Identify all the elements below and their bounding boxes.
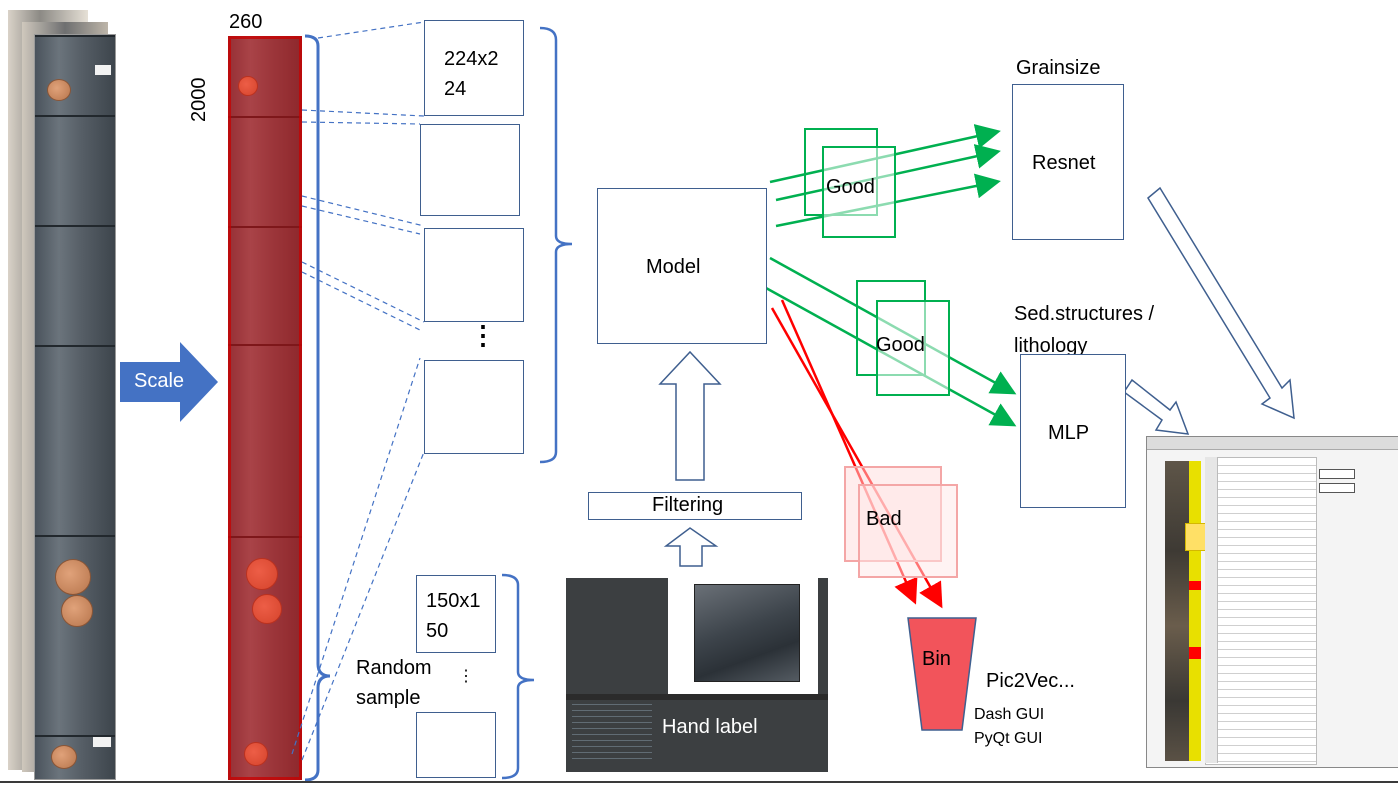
gui-button xyxy=(1319,483,1355,493)
hand-label-screenshot: Hand label xyxy=(566,578,828,772)
mlp-label: MLP xyxy=(1048,422,1090,444)
model-label: Model xyxy=(646,256,701,278)
bad-box-front xyxy=(858,484,958,578)
small-patch-ellipsis: ⋮ xyxy=(458,668,474,685)
dash-gui-label: Dash GUI xyxy=(974,706,1045,723)
sed-structures-label: Sed.structures / lithology xyxy=(1014,303,1155,357)
core-width-label: 260 xyxy=(229,11,263,33)
projection-lines xyxy=(291,21,425,761)
core-plug xyxy=(55,559,91,595)
small-patch-brace xyxy=(501,573,535,780)
gui-button xyxy=(1319,469,1355,479)
scale-arrow xyxy=(120,342,218,422)
core-image-front xyxy=(34,34,116,780)
core-plug xyxy=(51,745,77,769)
pyqt-gui-label: PyQt GUI xyxy=(974,730,1043,747)
gui-table xyxy=(1205,457,1317,765)
patch-box xyxy=(420,124,520,216)
core-plug xyxy=(61,595,93,627)
patch-box xyxy=(424,360,524,454)
filtering-box xyxy=(588,492,802,520)
patch-size-label-224: 224x2 24 xyxy=(444,48,499,100)
good-label-1: Good xyxy=(826,176,875,198)
mlp-box xyxy=(1020,354,1126,508)
good-label-2: Good xyxy=(876,334,925,356)
filtering-to-model-arrow xyxy=(658,350,722,481)
resnet-label: Resnet xyxy=(1032,152,1096,174)
model-box xyxy=(597,188,767,344)
gui-class-strip xyxy=(1189,461,1201,761)
bad-label: Bad xyxy=(866,508,902,530)
mlp-to-gui-arrow xyxy=(1122,378,1190,435)
hand-label-plot xyxy=(668,578,818,694)
bin-label: Bin xyxy=(922,648,951,670)
core-plug xyxy=(47,79,71,101)
resnet-box xyxy=(1012,84,1124,240)
patch-box xyxy=(424,228,524,322)
resnet-to-gui-arrow xyxy=(1147,186,1295,420)
core-brace xyxy=(304,34,331,782)
hand-label-text: Hand label xyxy=(662,716,758,738)
filtering-label: Filtering xyxy=(652,494,724,516)
red-crop-overlay xyxy=(228,36,302,780)
patch-ellipsis: ⋮ xyxy=(470,320,496,350)
good-box-front-2 xyxy=(876,300,950,396)
patch-box-150 xyxy=(416,575,496,653)
patch-size-label-150: 150x1 50 xyxy=(426,590,481,642)
gui-core-strip xyxy=(1165,461,1189,761)
gui-screenshot xyxy=(1146,436,1398,768)
pic2vec-label: Pic2Vec... xyxy=(986,670,1075,692)
good-box-front xyxy=(822,146,896,238)
grainsize-label: Grainsize xyxy=(1016,57,1101,79)
patch-box-224 xyxy=(424,20,524,116)
scaled-core-image xyxy=(228,36,302,780)
scale-label: Scale xyxy=(134,370,185,392)
bin-shape xyxy=(907,617,977,731)
patch-box xyxy=(416,712,496,778)
random-sample-label: Random sample xyxy=(356,657,432,709)
patch-brace xyxy=(539,26,573,464)
gui-titlebar xyxy=(1147,437,1398,450)
hand-label-to-filtering-arrow xyxy=(663,527,719,567)
